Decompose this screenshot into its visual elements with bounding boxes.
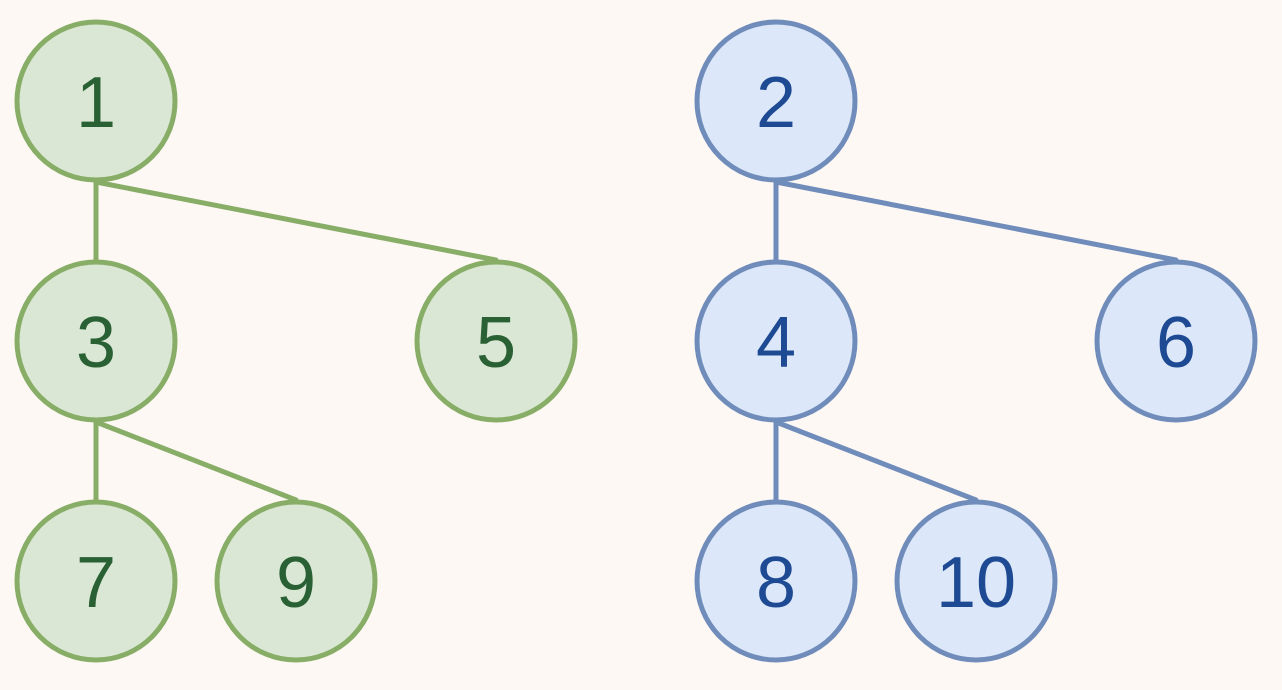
node-10: 10 <box>894 499 1058 663</box>
node-5: 5 <box>414 259 578 423</box>
node-9: 9 <box>214 499 378 663</box>
node-circle <box>14 19 178 183</box>
node-label: 10 <box>936 543 1016 623</box>
node-label: 6 <box>1156 303 1196 383</box>
node-label: 2 <box>756 63 796 143</box>
node-label: 7 <box>76 543 116 623</box>
node-4: 4 <box>694 259 858 423</box>
node-circle <box>694 19 858 183</box>
node-2: 2 <box>694 19 858 183</box>
node-circle <box>894 499 1058 663</box>
edge-n4-n10 <box>773 419 979 503</box>
edge-n1-n5 <box>93 179 499 263</box>
edge-n2-n6 <box>773 179 1179 263</box>
node-circle <box>694 499 858 663</box>
node-label: 5 <box>476 303 516 383</box>
node-label: 9 <box>276 543 316 623</box>
node-7: 7 <box>14 499 178 663</box>
node-circle <box>14 259 178 423</box>
node-3: 3 <box>14 259 178 423</box>
node-circle <box>14 499 178 663</box>
nodes-layer: 1 3 5 7 9 2 4 6 8 10 <box>14 19 1258 663</box>
node-circle <box>694 259 858 423</box>
node-6: 6 <box>1094 259 1258 423</box>
node-label: 1 <box>76 63 116 143</box>
node-circle <box>414 259 578 423</box>
node-circle <box>1094 259 1258 423</box>
edge-n3-n9 <box>93 419 299 503</box>
node-1: 1 <box>14 19 178 183</box>
node-label: 8 <box>756 543 796 623</box>
node-circle <box>214 499 378 663</box>
node-8: 8 <box>694 499 858 663</box>
node-label: 4 <box>756 303 796 383</box>
edges-layer <box>93 179 1179 503</box>
node-label: 3 <box>76 303 116 383</box>
